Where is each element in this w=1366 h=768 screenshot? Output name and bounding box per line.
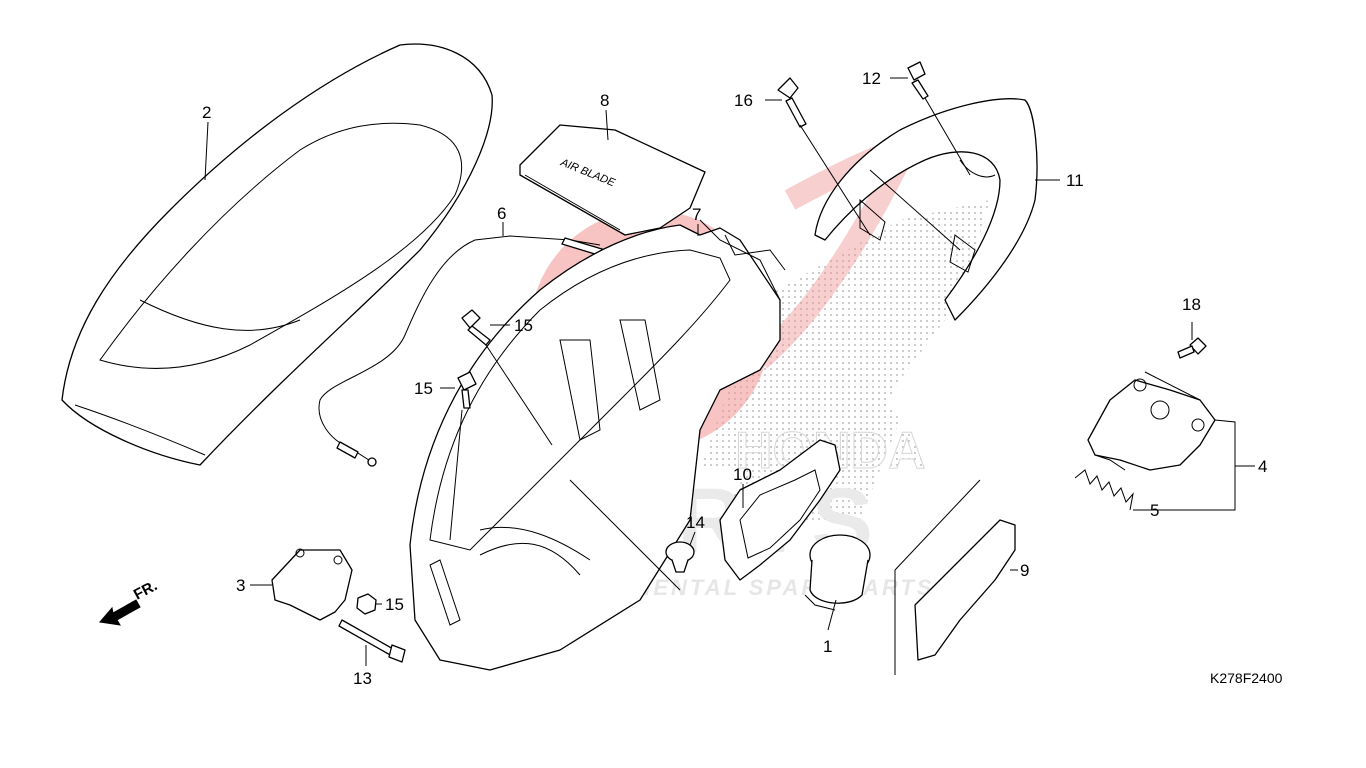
- callout-3: 3: [236, 576, 245, 595]
- callout-15-upper: 15: [514, 316, 533, 335]
- leader-lines: [204, 77, 1255, 666]
- callout-16: 15: [385, 595, 404, 614]
- bolt-17: [777, 77, 807, 128]
- seat-part: [61, 43, 493, 466]
- bracket-part: [271, 548, 353, 621]
- callout-9: 9: [1020, 561, 1029, 580]
- callout-13: 13: [353, 669, 372, 688]
- bolt-13: [338, 619, 406, 663]
- luggage-box-part: [409, 219, 786, 671]
- callout-12: 12: [862, 69, 881, 88]
- grommet-part: [665, 541, 695, 573]
- callout-15-lower: 15: [414, 379, 433, 398]
- box-panel-part: [719, 439, 841, 581]
- callout-11: 11: [1066, 171, 1084, 190]
- callout-5: 5: [1150, 501, 1159, 520]
- lid-part: [894, 479, 1016, 675]
- bolt-15-upper: [461, 309, 491, 346]
- bolt-18: [1177, 337, 1207, 359]
- front-direction-indicator: FR.: [99, 577, 160, 626]
- callout-18: 18: [1182, 295, 1201, 314]
- nut-16: [356, 593, 377, 615]
- front-direction-label: FR.: [131, 577, 160, 603]
- callout-7: 7: [692, 205, 701, 224]
- callout-6: 6: [497, 204, 506, 223]
- grab-rail-part: [814, 98, 1038, 321]
- honda-wing-dots: [700, 200, 990, 470]
- bolt-12: [907, 61, 929, 100]
- front-arrow-icon: [99, 599, 141, 626]
- callout-17: 16: [734, 91, 753, 110]
- callout-2: 2: [202, 103, 211, 122]
- socket-part: [804, 534, 871, 611]
- callout-1: 1: [823, 637, 832, 656]
- bolt-15-lower: [457, 371, 477, 409]
- diagram-code: K278F2400: [1210, 670, 1283, 686]
- spring-part: [1074, 469, 1134, 511]
- callout-14: 14: [686, 513, 705, 532]
- callout-4: 4: [1258, 457, 1267, 476]
- seat-lock-part: [1087, 378, 1216, 471]
- callout-8: 8: [600, 91, 609, 110]
- center-cover-part: AIR BLADE: [519, 124, 706, 236]
- callout-10: 10: [733, 465, 752, 484]
